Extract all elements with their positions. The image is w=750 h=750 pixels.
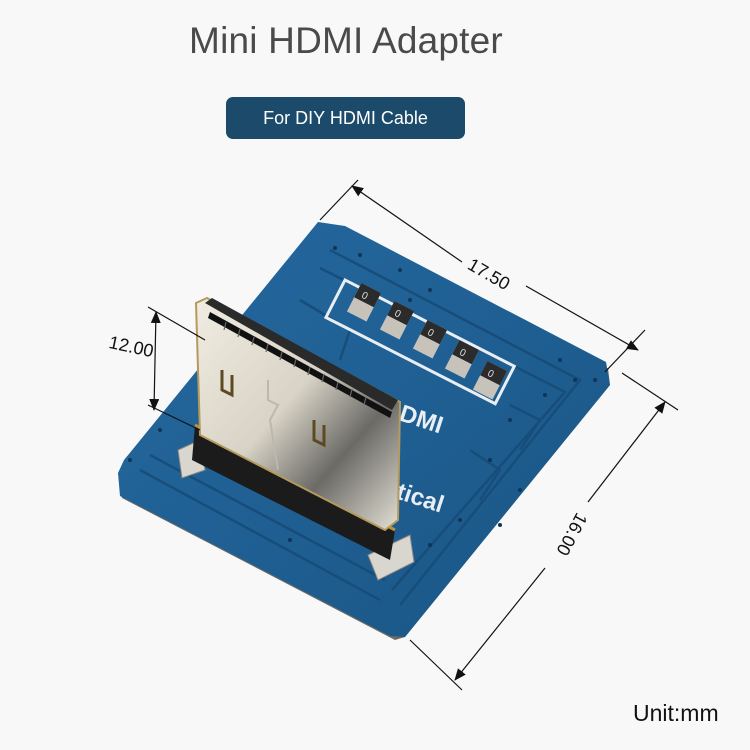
resistor-array: 0 0 0 0 0 [323,277,517,406]
depth-label: 16.00 [552,510,591,559]
title-text: Mini HDMI Adapter [189,20,503,61]
svg-text:0: 0 [426,327,436,340]
svg-text:0: 0 [458,347,468,360]
page-title: Mini HDMI Adapter [0,20,750,62]
height-label: 12.00 [107,332,155,361]
unit-label: Unit:mm [633,700,719,726]
badge-text: For DIY HDMI Cable [263,107,428,128]
resistor: 0 0 0 0 0 [346,282,508,400]
svg-text:0: 0 [486,368,496,381]
subtitle-badge: For DIY HDMI Cable [226,97,465,139]
width-label: 17.50 [464,254,513,294]
svg-text:0: 0 [393,308,403,321]
mini-hdmi-connector [177,296,415,581]
svg-text:0: 0 [360,290,370,303]
